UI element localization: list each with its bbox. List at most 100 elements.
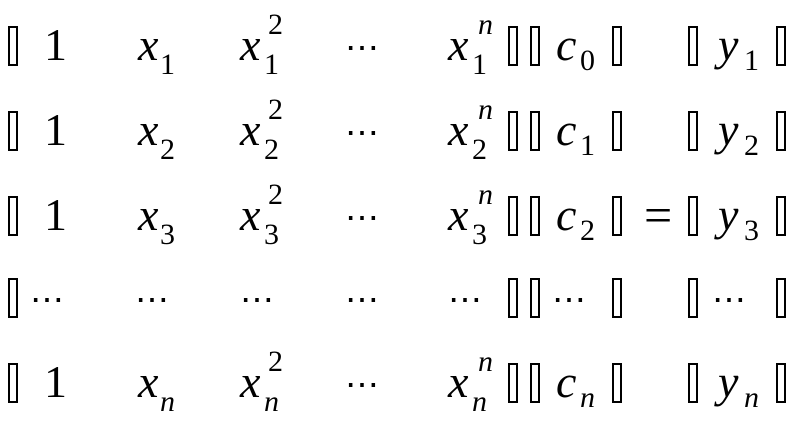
x-superscript: n <box>478 178 493 211</box>
coeff-base: c <box>556 19 577 70</box>
x-subscript: 1 <box>264 48 279 81</box>
coeff-base: c <box>556 104 577 155</box>
rhs-left-bracket-seg-2 <box>688 196 698 236</box>
x-subscript: n <box>160 385 175 418</box>
matrix-cell-col1: 1 <box>44 356 67 407</box>
rhs-right-bracket-seg-4 <box>776 363 786 403</box>
x-base: x <box>240 189 261 240</box>
matrix-cell-col1: 1 <box>44 189 67 240</box>
matrix-right-bracket-seg-0 <box>508 26 518 66</box>
x-base: x <box>240 19 261 70</box>
coeff-subscript: n <box>580 381 595 414</box>
x-superscript: 2 <box>268 93 283 126</box>
rhs-base: y <box>718 19 739 70</box>
matrix-right-bracket-seg-1 <box>508 111 518 151</box>
x-superscript: 2 <box>268 8 283 41</box>
x-subscript: 2 <box>264 133 279 166</box>
coeff-left-bracket-seg-2 <box>530 196 540 236</box>
x-subscript: n <box>472 385 487 418</box>
x-base: x <box>448 104 469 155</box>
rhs-right-bracket-seg-0 <box>776 26 786 66</box>
x-base: x <box>448 189 469 240</box>
matrix-left-bracket-seg-0 <box>8 26 18 66</box>
matrix-right-bracket-seg-3 <box>508 278 518 318</box>
coeff-right-bracket-seg-2 <box>612 196 622 236</box>
matrix-cell-col1: 1 <box>44 19 67 70</box>
x-base: x <box>138 19 159 70</box>
rhs-left-bracket-seg-0 <box>688 26 698 66</box>
rhs-right-bracket-seg-1 <box>776 111 786 151</box>
x-subscript: 1 <box>160 48 175 81</box>
x-superscript: 2 <box>268 345 283 378</box>
matrix-cell-col1: 1 <box>44 104 67 155</box>
rhs-left-bracket-seg-3 <box>688 278 698 318</box>
equals-sign: = <box>644 187 673 243</box>
matrix-cell-col4: ⋯ <box>345 115 381 152</box>
rhs-right-bracket-seg-2 <box>776 196 786 236</box>
matrix-cell-col3: ⋯ <box>240 282 276 319</box>
rhs-base: y <box>718 189 739 240</box>
x-subscript: 3 <box>160 218 175 251</box>
x-subscript: 3 <box>472 218 487 251</box>
coeff-right-bracket-seg-1 <box>612 111 622 151</box>
x-base: x <box>138 356 159 407</box>
coeff-right-bracket-seg-4 <box>612 363 622 403</box>
matrix-cell-col5: ⋯ <box>448 282 484 319</box>
coeff-subscript: 0 <box>580 44 595 77</box>
matrix-left-bracket-seg-4 <box>8 363 18 403</box>
x-superscript: n <box>478 345 493 378</box>
matrix-right-bracket-seg-4 <box>508 363 518 403</box>
coeff-subscript: 1 <box>580 129 595 162</box>
coeff-subscript: 2 <box>580 214 595 247</box>
coeff-right-bracket-seg-3 <box>612 278 622 318</box>
x-base: x <box>138 104 159 155</box>
x-base: x <box>138 189 159 240</box>
x-base: x <box>448 356 469 407</box>
x-subscript: 2 <box>472 133 487 166</box>
x-base: x <box>240 356 261 407</box>
rhs-left-bracket-seg-4 <box>688 363 698 403</box>
x-base: x <box>448 19 469 70</box>
matrix-left-bracket-seg-3 <box>8 278 18 318</box>
matrix-cell-col4: ⋯ <box>345 200 381 237</box>
rhs-subscript: 3 <box>744 214 759 247</box>
x-subscript: 1 <box>472 48 487 81</box>
rhs-subscript: n <box>744 381 759 414</box>
rhs-base: y <box>718 104 739 155</box>
matrix-cell-col4: ⋯ <box>345 282 381 319</box>
matrix-cell-col4: ⋯ <box>345 30 381 67</box>
x-subscript: 3 <box>264 218 279 251</box>
matrix-left-bracket-seg-1 <box>8 111 18 151</box>
coeff-left-bracket-seg-1 <box>530 111 540 151</box>
x-superscript: n <box>478 8 493 41</box>
rhs-subscript: 1 <box>744 44 759 77</box>
matrix-cell-col4: ⋯ <box>345 367 381 404</box>
coeff-left-bracket-seg-3 <box>530 278 540 318</box>
x-base: x <box>240 104 261 155</box>
matrix-left-bracket-seg-2 <box>8 196 18 236</box>
coeff-left-bracket-seg-0 <box>530 26 540 66</box>
rhs-base: y <box>718 356 739 407</box>
coeff-right-bracket-seg-0 <box>612 26 622 66</box>
coeff-left-bracket-seg-4 <box>530 363 540 403</box>
x-superscript: n <box>478 93 493 126</box>
matrix-cell-col2: ⋯ <box>135 282 171 319</box>
matrix-right-bracket-seg-2 <box>508 196 518 236</box>
